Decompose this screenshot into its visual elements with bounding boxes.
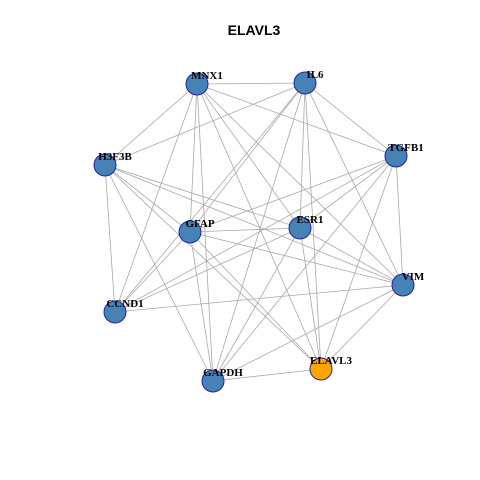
node-label-tgfb1: TGFB1 <box>388 142 423 154</box>
edge-gfap-elavl3 <box>189 231 322 370</box>
node-vim <box>391 273 415 297</box>
edge-h3f3b-esr1 <box>104 164 301 229</box>
edge-gapdh-elavl3 <box>212 368 322 382</box>
node-label-vim: VIM <box>402 271 425 283</box>
edge-vim-ccnd1 <box>114 284 404 313</box>
edge-tgfb1-gapdh <box>212 155 397 382</box>
node-h3f3b <box>93 153 117 177</box>
node-esr1 <box>288 216 312 240</box>
edge-il6-h3f3b <box>104 82 306 166</box>
edge-tgfb1-ccnd1 <box>114 155 397 313</box>
node-tgfb1 <box>384 144 408 168</box>
node-label-esr1: ESR1 <box>297 214 324 226</box>
edge-mnx1-elavl3 <box>196 83 322 370</box>
node-ccnd1 <box>103 300 127 324</box>
edge-mnx1-ccnd1 <box>114 83 198 313</box>
node-elavl3 <box>309 357 333 381</box>
edge-tgfb1-elavl3 <box>320 155 397 370</box>
edge-esr1-gapdh <box>212 227 301 382</box>
edge-il6-ccnd1 <box>114 82 306 313</box>
edge-vim-gapdh <box>212 284 404 382</box>
edge-tgfb1-esr1 <box>299 155 397 229</box>
edge-h3f3b-elavl3 <box>104 164 322 370</box>
edge-h3f3b-gfap <box>104 164 191 233</box>
edge-esr1-elavl3 <box>299 227 322 370</box>
node-label-h3f3b: H3F3B <box>98 151 132 163</box>
nodes-layer <box>93 71 415 393</box>
edge-il6-gfap <box>189 82 306 233</box>
node-label-mnx1: MNX1 <box>191 70 223 82</box>
edge-gfap-gapdh <box>189 231 214 382</box>
node-il6 <box>293 71 317 95</box>
edge-il6-vim <box>304 82 404 286</box>
edge-h3f3b-ccnd1 <box>104 164 116 313</box>
edge-esr1-ccnd1 <box>114 227 301 313</box>
edge-h3f3b-gapdh <box>104 164 214 382</box>
edge-mnx1-il6 <box>196 82 306 85</box>
edge-esr1-vim <box>299 227 404 286</box>
node-label-ccnd1: CCND1 <box>106 298 143 310</box>
diagram-title: ELAVL3 <box>228 22 281 38</box>
edge-gfap-esr1 <box>189 227 301 233</box>
edge-mnx1-gapdh <box>196 83 214 382</box>
edge-mnx1-gfap <box>189 83 198 233</box>
node-label-gfap: GFAP <box>185 218 214 230</box>
edge-mnx1-h3f3b <box>104 83 198 166</box>
node-label-il6: IL6 <box>306 69 324 81</box>
edge-mnx1-vim <box>196 83 404 286</box>
edge-gfap-ccnd1 <box>114 231 191 313</box>
edge-vim-elavl3 <box>320 284 404 370</box>
node-label-gapdh: GAPDH <box>203 367 243 379</box>
edge-il6-tgfb1 <box>304 82 397 157</box>
edge-mnx1-tgfb1 <box>196 83 397 157</box>
edge-il6-esr1 <box>299 82 306 229</box>
node-gfap <box>178 220 202 244</box>
node-label-elavl3: ELAVL3 <box>310 355 352 367</box>
edge-il6-elavl3 <box>304 82 322 370</box>
edges-layer <box>104 82 404 382</box>
node-gapdh <box>201 369 225 393</box>
edge-h3f3b-vim <box>104 164 404 286</box>
edge-gfap-vim <box>189 231 404 286</box>
node-mnx1 <box>185 72 209 96</box>
edge-tgfb1-gfap <box>189 155 397 233</box>
edge-tgfb1-vim <box>395 155 404 286</box>
